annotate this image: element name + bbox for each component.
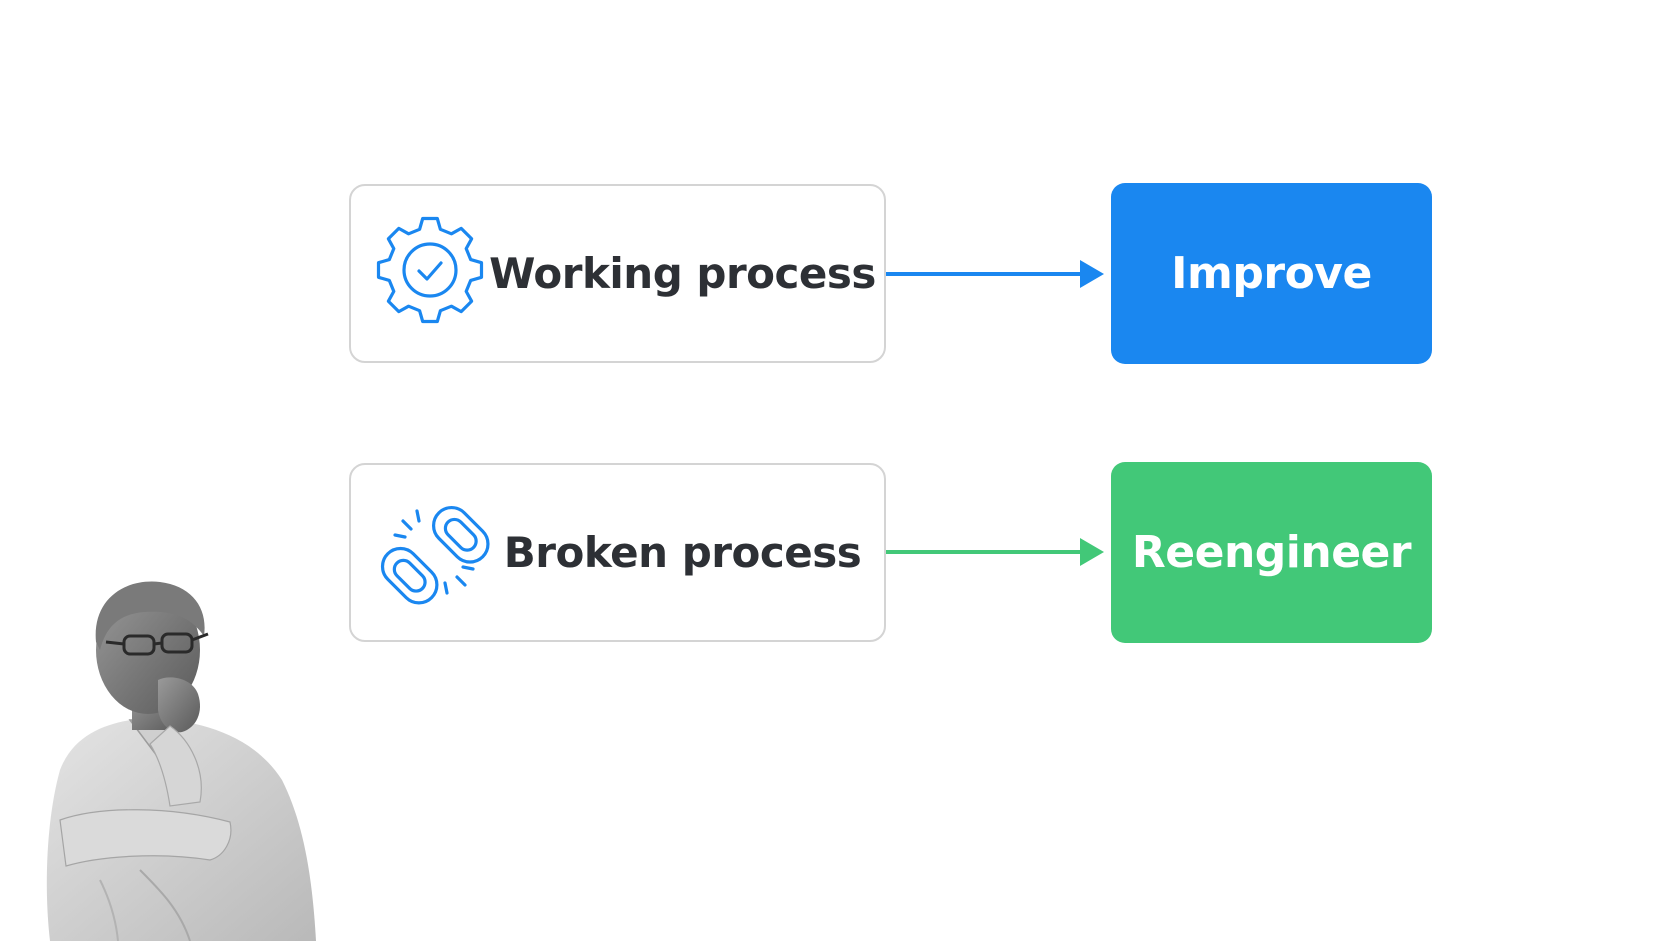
arrow-working-to-improve [886, 260, 1104, 288]
gear-check-icon [376, 216, 484, 324]
improve-label: Improve [1171, 248, 1372, 299]
improve-box: Improve [1111, 183, 1432, 364]
reengineer-box: Reengineer [1111, 462, 1432, 643]
presenter-figure [46, 581, 316, 941]
working-process-label: Working process [489, 249, 876, 298]
broken-process-label: Broken process [503, 528, 862, 577]
arrow-broken-to-reengineer [886, 538, 1104, 566]
working-process-box: Working process [349, 184, 886, 363]
reengineer-label: Reengineer [1131, 527, 1412, 578]
broken-process-box: Broken process [349, 463, 886, 642]
broken-link-icon [380, 505, 490, 605]
